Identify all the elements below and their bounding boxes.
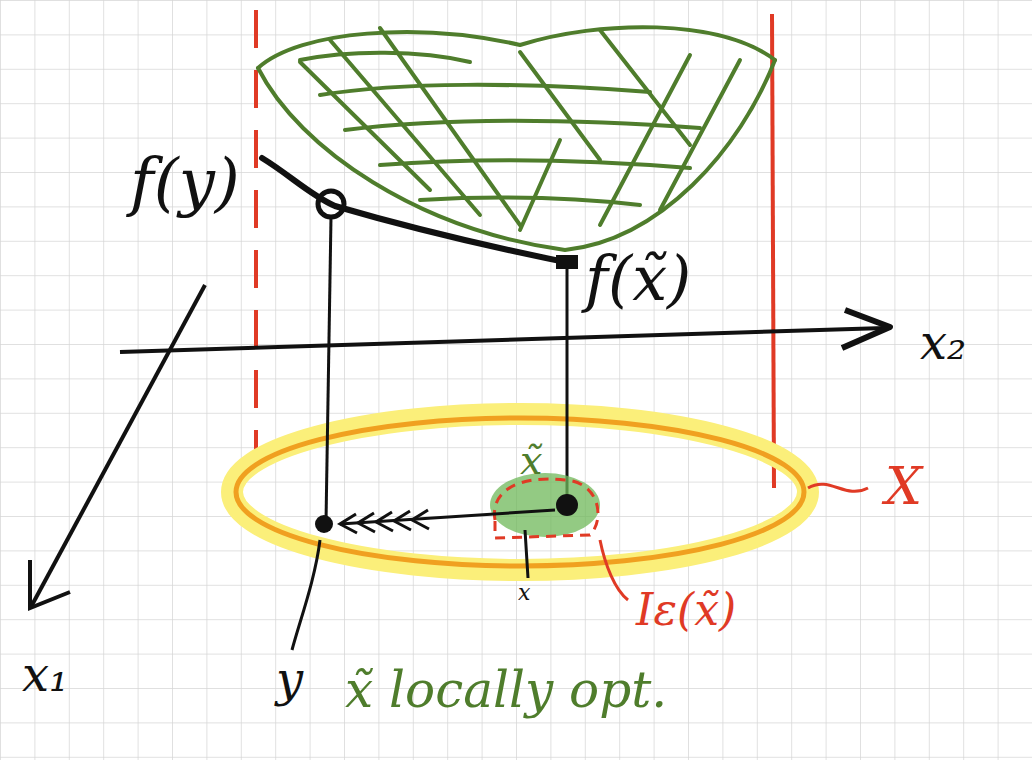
domain-set [236, 418, 804, 566]
neighborhood-label: Iε(x̃) [636, 588, 736, 632]
caption-note: x̃ locally opt. [345, 665, 667, 715]
set-label: X [885, 460, 922, 512]
leader-line [292, 530, 528, 650]
boundary-dashed [254, 10, 258, 480]
axis-x2 [120, 328, 885, 352]
direction-arrow [340, 510, 555, 533]
function-value-label: f(y) [130, 150, 240, 214]
axis-x1 [32, 285, 205, 605]
point-fx [556, 255, 578, 269]
point-label: x [518, 582, 530, 604]
axis-label: x₁ [22, 650, 68, 698]
function-value-label: f(x̃) [585, 248, 691, 310]
function-surface [258, 27, 775, 250]
neighborhood-boundary [494, 479, 598, 538]
point-label: y [276, 655, 303, 703]
axis-label: x₂ [920, 318, 966, 366]
surface-path [262, 158, 575, 264]
axis-arrowhead [842, 310, 890, 348]
projection-line [326, 217, 331, 522]
point-x [556, 494, 578, 516]
point-y [315, 515, 333, 533]
axis-arrowhead [30, 560, 70, 608]
boundary-solid [772, 14, 774, 488]
leader-line [808, 484, 868, 491]
point-fy [318, 191, 344, 217]
point-label: x̃ [520, 440, 543, 480]
leader-line [600, 540, 628, 600]
projection-line [566, 269, 569, 505]
neighborhood-fill [490, 473, 600, 537]
